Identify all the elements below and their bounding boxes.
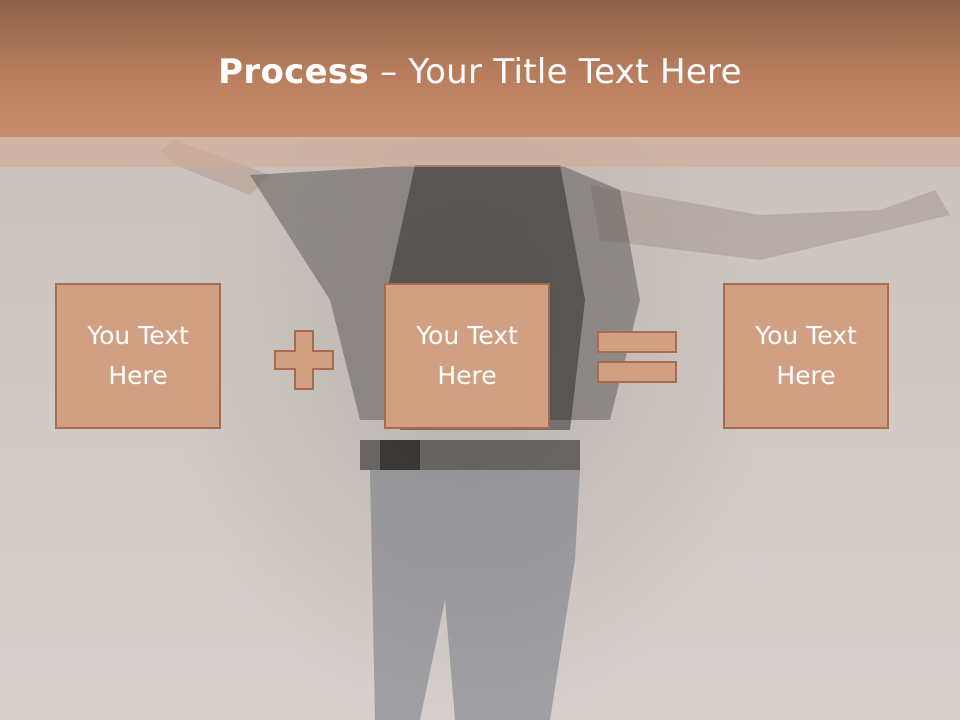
title-underline-strip xyxy=(0,137,960,167)
box-1-text: You Text Here xyxy=(87,321,189,390)
process-box-3[interactable]: You Text Here xyxy=(723,283,889,429)
process-box-1[interactable]: You Text Here xyxy=(55,283,221,429)
equals-icon xyxy=(597,331,677,383)
title-bold: Process xyxy=(218,52,370,92)
box-2-text: You Text Here xyxy=(416,321,518,390)
process-box-2[interactable]: You Text Here xyxy=(384,283,550,429)
plus-icon xyxy=(274,330,334,390)
title-bar xyxy=(0,0,960,137)
title-rest: – Your Title Text Here xyxy=(369,52,742,92)
box-3-text: You Text Here xyxy=(755,321,857,390)
slide-title: Process – Your Title Text Here xyxy=(0,52,960,92)
